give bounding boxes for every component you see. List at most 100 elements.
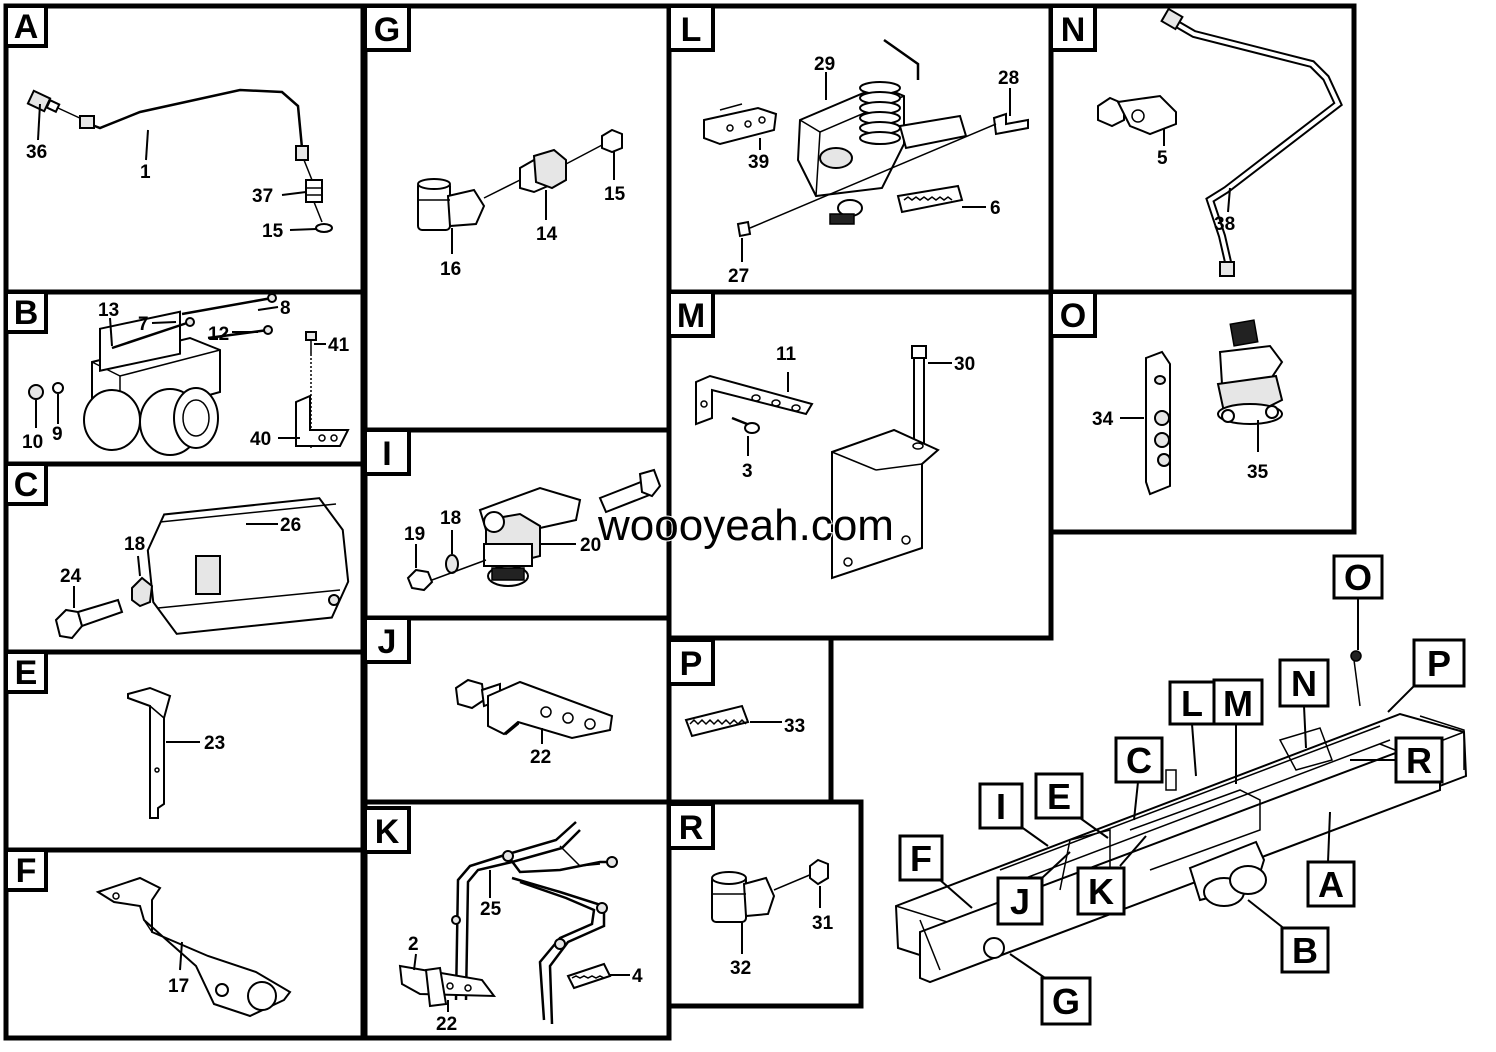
svg-text:K: K xyxy=(375,813,400,851)
panel-o-drawing: 34 35 xyxy=(1092,319,1284,496)
callout-29: 29 xyxy=(814,54,835,75)
panel-label-g: G xyxy=(363,4,411,52)
callout-box-j: J xyxy=(996,876,1044,926)
panel-borders xyxy=(3,3,1357,1041)
panel-label-o: O xyxy=(1049,290,1097,338)
callout-15: 15 xyxy=(604,184,626,205)
panel-e-drawing: 23 xyxy=(127,686,225,819)
valve-16-icon xyxy=(417,178,486,231)
bracket-28-icon xyxy=(992,112,1029,136)
panel-label-m: M xyxy=(667,290,715,338)
callout-8: 8 xyxy=(280,298,291,319)
svg-text:P: P xyxy=(680,645,703,683)
callout-4: 4 xyxy=(632,966,643,987)
callout-box-k: K xyxy=(1076,866,1126,916)
fitting-36-icon xyxy=(26,89,61,114)
callout-38: 38 xyxy=(1214,214,1235,235)
svg-text:K: K xyxy=(1088,871,1114,912)
callout-41: 41 xyxy=(328,335,350,356)
callout-35: 35 xyxy=(1247,462,1269,483)
callout-12: 12 xyxy=(208,324,229,345)
svg-text:C: C xyxy=(1126,740,1152,781)
washer-9-icon xyxy=(52,382,64,394)
panel-a-drawing: 36 1 37 15 xyxy=(26,88,333,242)
callout-19: 19 xyxy=(404,524,425,545)
svg-text:I: I xyxy=(382,435,391,473)
callout-7: 7 xyxy=(138,314,149,335)
panel-g-drawing: 15 14 16 xyxy=(417,128,626,280)
svg-text:R: R xyxy=(1406,740,1432,781)
callout-23: 23 xyxy=(204,733,225,754)
panel-p-drawing: 33 xyxy=(684,704,805,738)
bracket-5-icon xyxy=(1097,94,1177,136)
watermark: woooyeah.com xyxy=(597,501,894,550)
svg-text:M: M xyxy=(677,297,705,335)
callout-box-c: C xyxy=(1114,736,1164,784)
nut-18-icon xyxy=(131,576,154,608)
panel-k-drawing: 25 2 4 22 xyxy=(398,821,643,1035)
valve-35-icon xyxy=(1216,319,1284,425)
callout-10: 10 xyxy=(22,432,43,453)
callout-11: 11 xyxy=(776,344,797,365)
washer-15-icon xyxy=(315,223,333,233)
bolt-30-icon xyxy=(911,345,927,447)
svg-text:J: J xyxy=(1010,881,1030,922)
panel-label-k: K xyxy=(363,806,411,854)
panel-m-drawing: 11 30 3 xyxy=(695,344,975,580)
panel-i-drawing: 18 19 20 xyxy=(404,468,662,592)
callout-2: 2 xyxy=(408,934,419,955)
panel-r-drawing: 31 32 xyxy=(711,858,834,979)
panel-j-drawing: 22 xyxy=(454,678,614,768)
svg-text:C: C xyxy=(14,466,39,504)
bolt-41-icon xyxy=(305,331,317,354)
svg-text:N: N xyxy=(1061,11,1086,49)
callout-box-g: G xyxy=(1040,976,1092,1026)
panel-label-e: E xyxy=(4,650,48,694)
callout-26: 26 xyxy=(280,515,301,536)
callout-box-m: M xyxy=(1212,678,1264,726)
panel-label-i: I xyxy=(363,428,411,476)
bracket-23-icon xyxy=(127,686,172,819)
svg-text:E: E xyxy=(15,654,38,692)
bracket-40-icon xyxy=(295,394,350,447)
panel-label-l: L xyxy=(667,4,715,52)
svg-text:F: F xyxy=(910,838,932,879)
svg-text:G: G xyxy=(374,11,400,49)
panel-l-drawing: 29 28 39 6 27 xyxy=(703,38,1029,287)
callout-box-e: E xyxy=(1034,772,1084,820)
callout-box-l: L xyxy=(1168,680,1216,726)
valve-32-icon xyxy=(711,871,776,923)
callout-15: 15 xyxy=(262,221,284,242)
bolt-24-icon xyxy=(54,598,124,640)
nut-10-icon xyxy=(28,384,44,400)
svg-text:B: B xyxy=(1292,930,1318,971)
bolt-3-icon xyxy=(731,416,760,434)
panel-label-r: R xyxy=(667,802,715,850)
callout-39: 39 xyxy=(748,152,769,173)
callout-box-f: F xyxy=(898,834,944,882)
callout-37: 37 xyxy=(252,186,273,207)
fitting-37-icon xyxy=(305,179,323,203)
callout-22: 22 xyxy=(530,747,551,768)
callout-20: 20 xyxy=(580,535,601,556)
fitting-14-icon xyxy=(519,148,567,194)
svg-text:P: P xyxy=(1427,643,1451,684)
svg-text:E: E xyxy=(1047,776,1071,817)
svg-text:F: F xyxy=(16,852,37,890)
spring-4-icon xyxy=(566,962,612,990)
pipe-1-icon xyxy=(83,88,304,149)
panel-label-p: P xyxy=(667,638,715,686)
callout-13: 13 xyxy=(98,300,119,321)
pipe-38-icon xyxy=(1167,16,1343,263)
panel-label-c: C xyxy=(4,462,48,506)
callout-14: 14 xyxy=(536,224,558,245)
callout-32: 32 xyxy=(730,958,751,979)
callout-40: 40 xyxy=(250,429,271,450)
svg-text:O: O xyxy=(1344,557,1372,598)
panel-c-drawing: 26 18 24 xyxy=(54,497,350,640)
bolt-21-icon xyxy=(598,468,662,514)
callout-16: 16 xyxy=(440,259,461,280)
nut-31-icon xyxy=(809,858,829,886)
svg-text:L: L xyxy=(681,11,702,49)
panel-label-a: A xyxy=(4,4,48,48)
